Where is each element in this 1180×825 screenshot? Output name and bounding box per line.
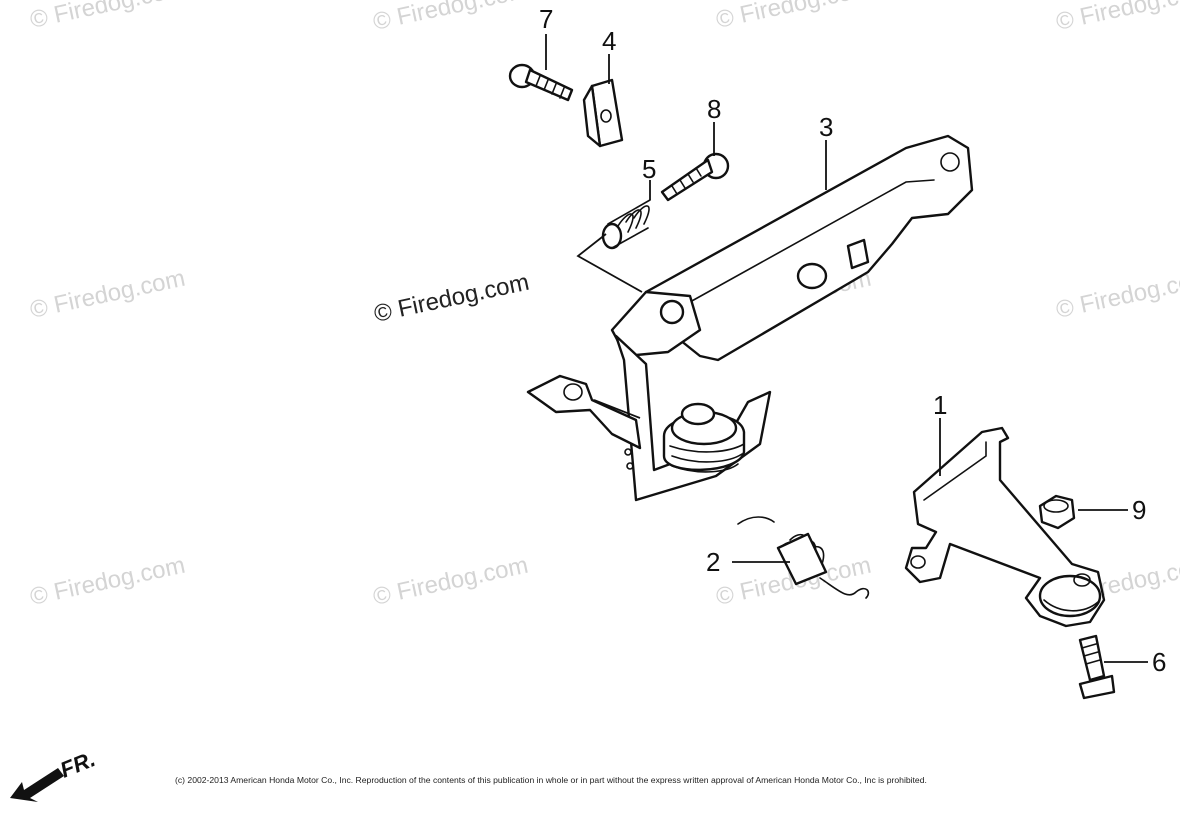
part-5-spring — [601, 199, 651, 250]
callout-2: 2 — [706, 547, 720, 577]
front-direction-marker: FR. — [10, 746, 99, 802]
front-label: FR. — [57, 746, 99, 782]
callout-6: 6 — [1152, 647, 1166, 677]
front-arrow-icon — [10, 768, 64, 802]
part-8-screw — [660, 152, 730, 202]
leader-lines — [545, 34, 1148, 663]
watermark: © Firedog.com — [714, 0, 874, 34]
watermark: © Firedog.com — [371, 552, 531, 611]
part-2-spring — [737, 516, 870, 599]
watermark: © Firedog.com — [28, 0, 188, 34]
callout-1: 1 — [933, 390, 947, 420]
callout-7: 7 — [539, 4, 553, 34]
part-4-clip — [582, 78, 624, 148]
watermark: © Firedog.com — [28, 265, 188, 324]
callout-8: 8 — [707, 94, 721, 124]
part-9-nut — [1038, 494, 1076, 530]
watermark-main: © Firedog.com — [372, 269, 532, 328]
copyright-notice: (c) 2002-2013 American Honda Motor Co., … — [175, 775, 927, 785]
part-6-bolt — [1078, 634, 1116, 700]
watermark: © Firedog.com — [371, 0, 531, 36]
watermark: © Firedog.com — [1054, 0, 1180, 36]
part-3-bracket — [526, 134, 974, 502]
callout-9: 9 — [1132, 495, 1146, 525]
callout-5: 5 — [642, 154, 656, 184]
callout-3: 3 — [819, 112, 833, 142]
watermark: © Firedog.com — [1054, 265, 1180, 324]
part-7-bolt — [508, 63, 574, 102]
callout-4: 4 — [602, 26, 616, 56]
callout-labels: 7 4 8 3 5 1 9 2 6 — [539, 4, 1166, 677]
watermark: © Firedog.com — [28, 552, 188, 611]
part-1-lever — [904, 426, 1106, 628]
